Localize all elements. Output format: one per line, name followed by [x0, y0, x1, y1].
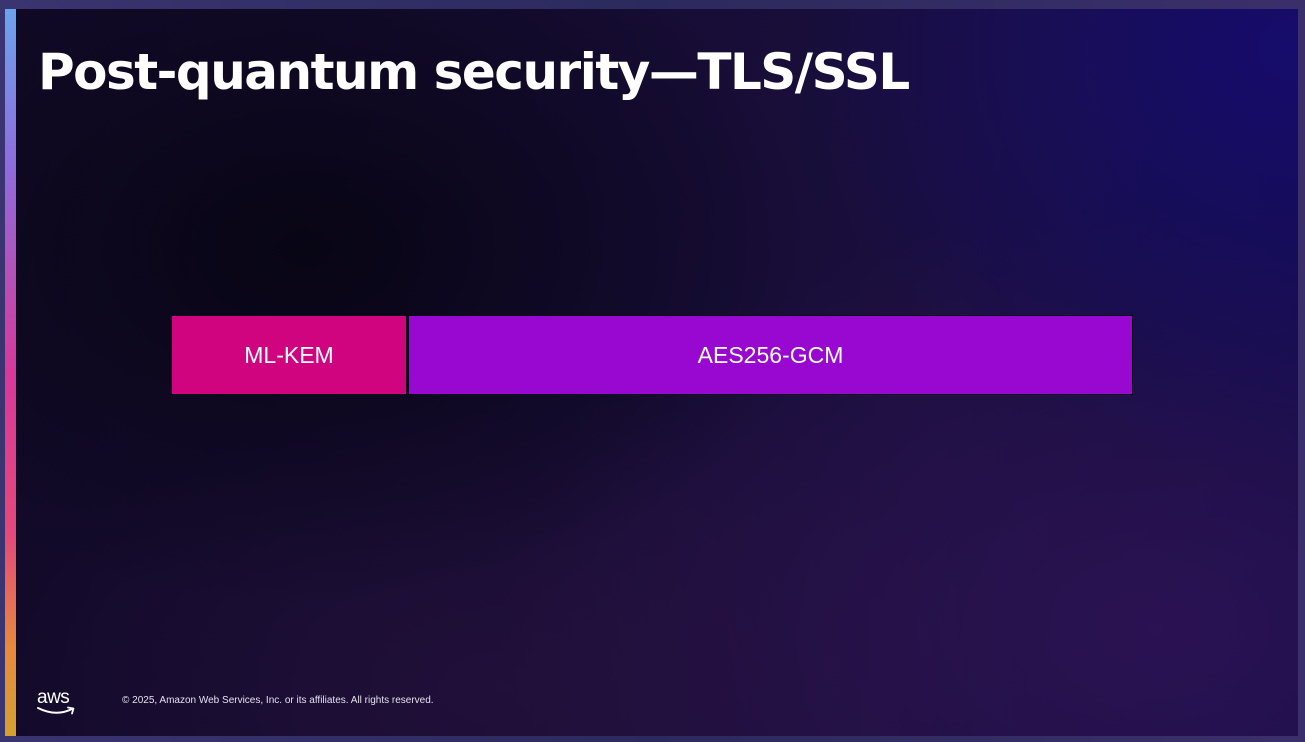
accent-bar	[5, 9, 16, 736]
ml-kem-label: ML-KEM	[244, 341, 334, 368]
aws-logo-text: aws	[37, 687, 70, 708]
aws-smile-icon	[37, 706, 75, 715]
ml-kem-block: ML-KEM	[171, 315, 407, 395]
aes256-gcm-label: AES256-GCM	[697, 341, 844, 368]
aes256-gcm-block: AES256-GCM	[408, 315, 1133, 395]
slide-title: Post-quantum security—TLS/SSL	[38, 43, 910, 101]
protocol-diagram: ML-KEM AES256-GCM	[171, 315, 1133, 397]
slide: Post-quantum security—TLS/SSL ML-KEM AES…	[5, 9, 1298, 736]
aws-logo: aws	[37, 687, 79, 717]
copyright-notice: © 2025, Amazon Web Services, Inc. or its…	[122, 695, 434, 706]
